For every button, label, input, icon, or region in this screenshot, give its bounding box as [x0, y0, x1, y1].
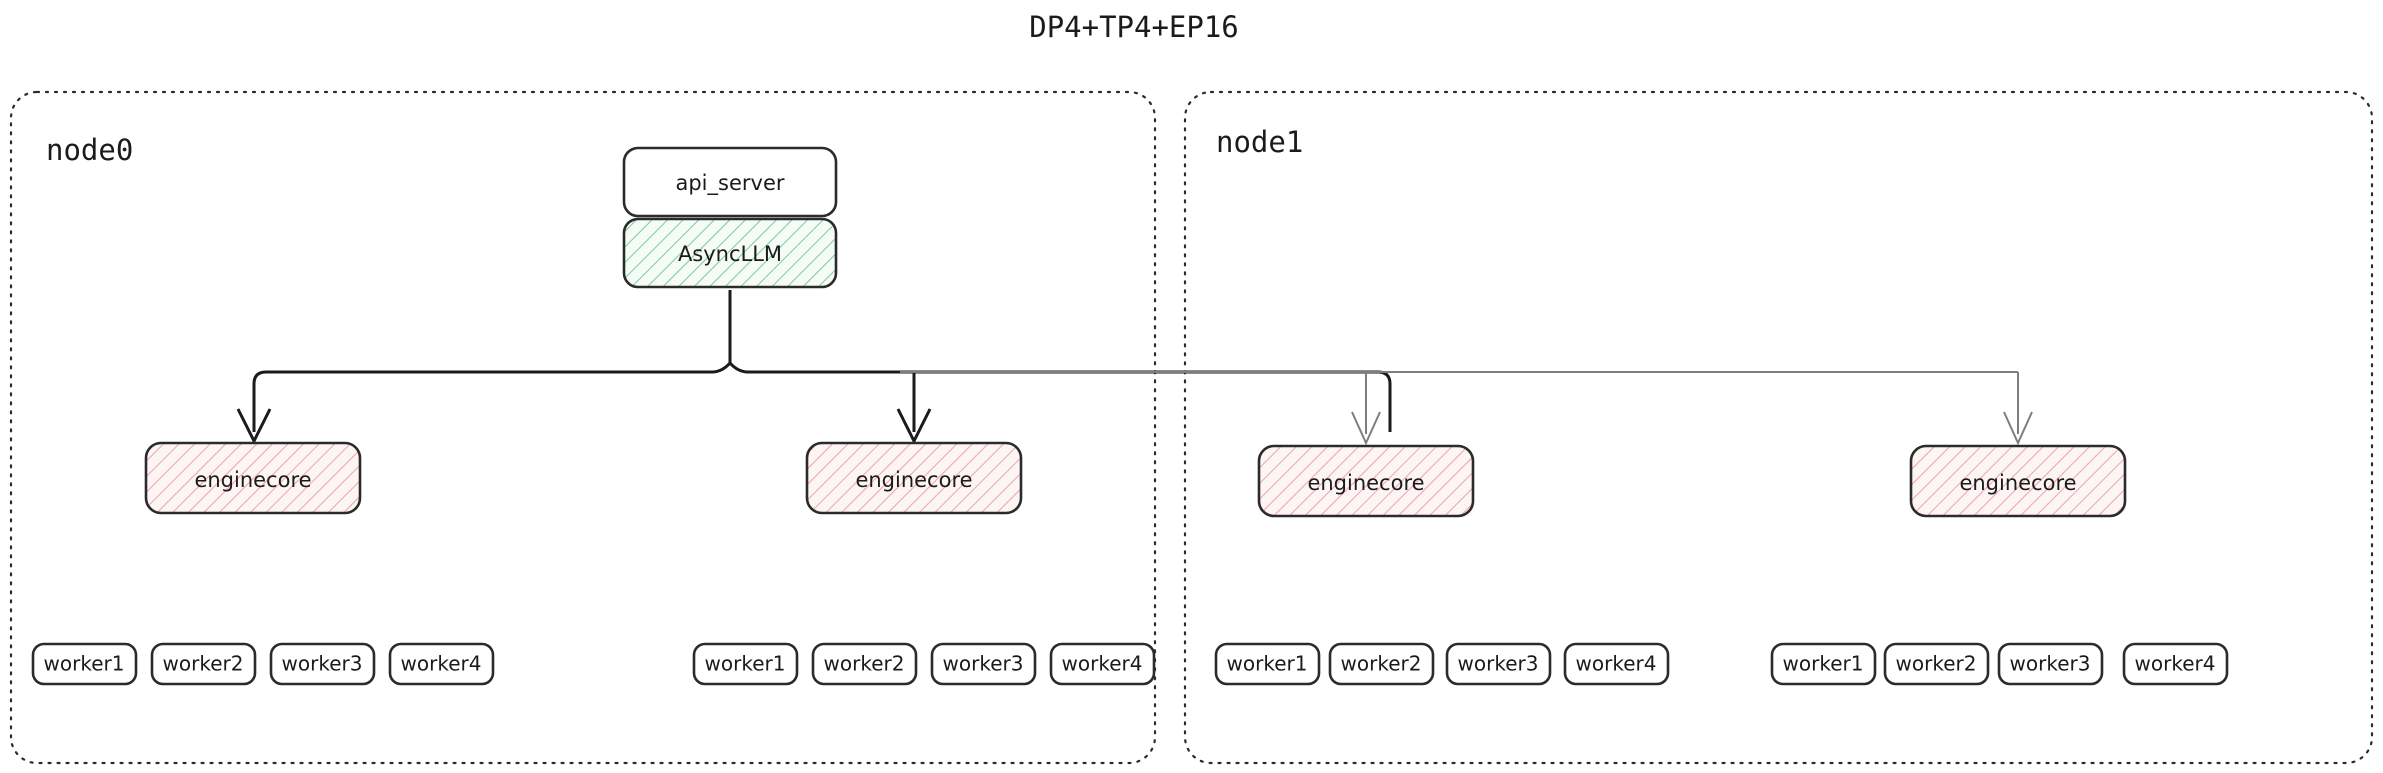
worker-box[interactable]: worker4: [2122, 642, 2229, 686]
node1-e1-worker2-label: worker2: [1896, 652, 1977, 676]
async-llm-box[interactable]: [622, 217, 838, 289]
node0-engine1-label: enginecore: [855, 468, 972, 492]
arrowhead-node0-engine1: [896, 408, 932, 445]
node0-frame: [9, 90, 1157, 765]
arrowhead-node1-engine1: [2003, 411, 2033, 446]
node0-e0-worker4-label: worker4: [401, 652, 482, 676]
worker-box[interactable]: worker2: [150, 642, 257, 686]
edge-group-local: [236, 290, 1392, 445]
node0-e1-worker3-label: worker3: [943, 652, 1024, 676]
engine-box-node1-1[interactable]: enginecore: [1909, 444, 2127, 518]
worker-box[interactable]: worker4: [388, 642, 495, 686]
api-server-box[interactable]: [622, 146, 838, 218]
node1-e1-worker4-box[interactable]: [2122, 642, 2229, 686]
node0-e0-worker1-label: worker1: [44, 652, 125, 676]
page-title: DP4+TP4+EP16: [1029, 10, 1239, 44]
node1-e0-worker2-box[interactable]: [1328, 642, 1435, 686]
process-box-async-llm[interactable]: AsyncLLM: [622, 217, 838, 289]
node1-e0-worker1-box[interactable]: [1214, 642, 1321, 686]
node1-e1-worker3-label: worker3: [2010, 652, 2091, 676]
worker-box[interactable]: worker2: [1883, 642, 1990, 686]
node1-e1-worker4-label: worker4: [2135, 652, 2216, 676]
worker-box[interactable]: worker1: [692, 642, 799, 686]
node1-label: node1: [1216, 125, 1303, 159]
node0-e0-worker2-label: worker2: [163, 652, 244, 676]
node0-e1-worker1-label: worker1: [705, 652, 786, 676]
async-llm-label: AsyncLLM: [678, 242, 782, 266]
worker-group-node1-1: worker1 worker2 worker3 worker4: [1770, 642, 2229, 686]
node1-e1-worker3-box[interactable]: [1997, 642, 2104, 686]
worker-box[interactable]: worker2: [1328, 642, 1435, 686]
node1-engine1-label: enginecore: [1959, 471, 2076, 495]
engine-box-node0-0[interactable]: enginecore: [144, 441, 362, 515]
node1-engine0-label: enginecore: [1307, 471, 1424, 495]
engine-box-node1-0[interactable]: enginecore: [1257, 444, 1475, 518]
node0-e0-worker1-box[interactable]: [31, 642, 138, 686]
node1-frame: [1183, 90, 2374, 765]
node1-e1-worker2-box[interactable]: [1883, 642, 1990, 686]
node0-engine1-box[interactable]: [805, 441, 1023, 515]
node-container-node1: node1: [1183, 90, 2374, 765]
api-server-label: api_server: [675, 171, 784, 196]
worker-box[interactable]: worker1: [1214, 642, 1321, 686]
node0-engine0-label: enginecore: [194, 468, 311, 492]
worker-box[interactable]: worker3: [269, 642, 376, 686]
node0-engine0-box[interactable]: [144, 441, 362, 515]
edge-asyncllm-to-node0-engine0: [252, 361, 732, 432]
edge-asyncllm-to-node0-engine1-trunk: [728, 361, 1392, 432]
node1-e0-worker4-box[interactable]: [1563, 642, 1670, 686]
worker-box[interactable]: worker1: [31, 642, 138, 686]
node1-e0-worker1-label: worker1: [1227, 652, 1308, 676]
node1-e1-worker1-label: worker1: [1783, 652, 1864, 676]
node0-e0-worker4-box[interactable]: [388, 642, 495, 686]
worker-box[interactable]: worker4: [1563, 642, 1670, 686]
node1-e0-worker3-label: worker3: [1458, 652, 1539, 676]
node1-engine0-box[interactable]: [1257, 444, 1475, 518]
node0-e1-worker2-box[interactable]: [811, 642, 918, 686]
worker-box[interactable]: worker3: [930, 642, 1037, 686]
node1-engine1-box[interactable]: [1909, 444, 2127, 518]
node0-e1-worker1-box[interactable]: [692, 642, 799, 686]
node0-e1-worker2-label: worker2: [824, 652, 905, 676]
engine-box-node0-1[interactable]: enginecore: [805, 441, 1023, 515]
arrowhead-node1-engine0: [1351, 411, 1381, 446]
worker-box[interactable]: worker3: [1997, 642, 2104, 686]
node0-label: node0: [46, 133, 133, 167]
node-container-node0: node0: [9, 90, 1157, 765]
node0-e0-worker3-box[interactable]: [269, 642, 376, 686]
node0-e1-worker4-box[interactable]: [1049, 642, 1156, 686]
worker-group-node0-0: worker1 worker2 worker3 worker4: [31, 642, 495, 686]
node1-e0-worker4-label: worker4: [1576, 652, 1657, 676]
node0-e0-worker3-label: worker3: [282, 652, 363, 676]
node1-e0-worker3-box[interactable]: [1445, 642, 1552, 686]
node0-e0-worker2-box[interactable]: [150, 642, 257, 686]
node0-e1-worker4-label: worker4: [1062, 652, 1143, 676]
worker-box[interactable]: worker3: [1445, 642, 1552, 686]
worker-box[interactable]: worker2: [811, 642, 918, 686]
edge-group-remote: [900, 371, 2033, 446]
worker-box[interactable]: worker1: [1770, 642, 1877, 686]
process-box-api-server[interactable]: api_server: [622, 146, 838, 218]
node1-e0-worker2-label: worker2: [1341, 652, 1422, 676]
node0-e1-worker3-box[interactable]: [930, 642, 1037, 686]
arrowhead-node0-engine0: [236, 408, 272, 445]
worker-box[interactable]: worker4: [1049, 642, 1156, 686]
worker-group-node1-0: worker1 worker2 worker3 worker4: [1214, 642, 1670, 686]
worker-group-node0-1: worker1 worker2 worker3 worker4: [692, 642, 1156, 686]
node1-e1-worker1-box[interactable]: [1770, 642, 1877, 686]
